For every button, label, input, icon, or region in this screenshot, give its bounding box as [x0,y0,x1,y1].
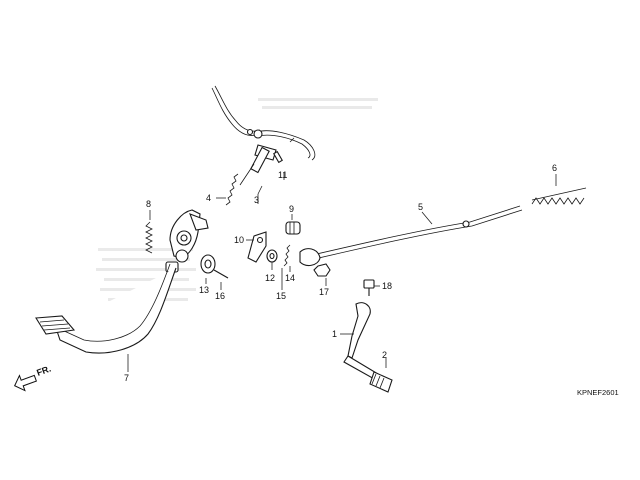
spring-part-9 [285,221,301,235]
front-arrow-label: FR. [35,364,52,378]
brake-rod-part-5 [299,205,523,267]
brake-pedal-part-7 [35,263,177,354]
bolt-part-18 [363,279,375,296]
washer-part-13 [200,254,216,274]
washer-part-12 [266,249,278,263]
rubber-part-2 [369,371,393,393]
callout-11: 11 [278,170,287,180]
callout-6: 6 [552,163,557,173]
spring-part-6 [531,187,587,205]
callout-labels: 1 2 3 4 5 6 7 8 9 10 11 12 13 14 15 16 1… [124,163,557,383]
pin-part-16 [213,269,229,279]
callout-18: 18 [382,281,392,291]
plate-part-10 [247,231,267,263]
callout-14: 14 [285,273,295,283]
callout-16: 16 [215,291,225,301]
callout-7: 7 [124,373,129,383]
diagram-part-code: KPNEF2601 [577,388,619,397]
brake-switch-assembly [211,85,316,186]
callout-17: 17 [319,287,329,297]
lever-part-1 [343,302,379,381]
callout-15: 15 [276,291,286,301]
callout-3: 3 [254,195,259,205]
arrow-left-icon [13,374,38,392]
callout-10: 10 [234,235,244,245]
front-direction-arrow: FR. [13,364,52,392]
leader-lines [127,172,557,372]
spring-part-4 [225,173,239,206]
nut-part-17 [313,263,331,277]
callout-12: 12 [265,273,275,283]
callout-2: 2 [382,350,387,360]
callout-4: 4 [206,193,211,203]
callout-5: 5 [418,202,423,212]
callout-1: 1 [332,329,337,339]
callout-9: 9 [289,204,294,214]
watermark-texture [96,98,378,301]
brake-pedal-pivot [145,209,209,273]
spring-part-14 [283,244,291,267]
callout-13: 13 [199,285,209,295]
callout-8: 8 [146,199,151,209]
